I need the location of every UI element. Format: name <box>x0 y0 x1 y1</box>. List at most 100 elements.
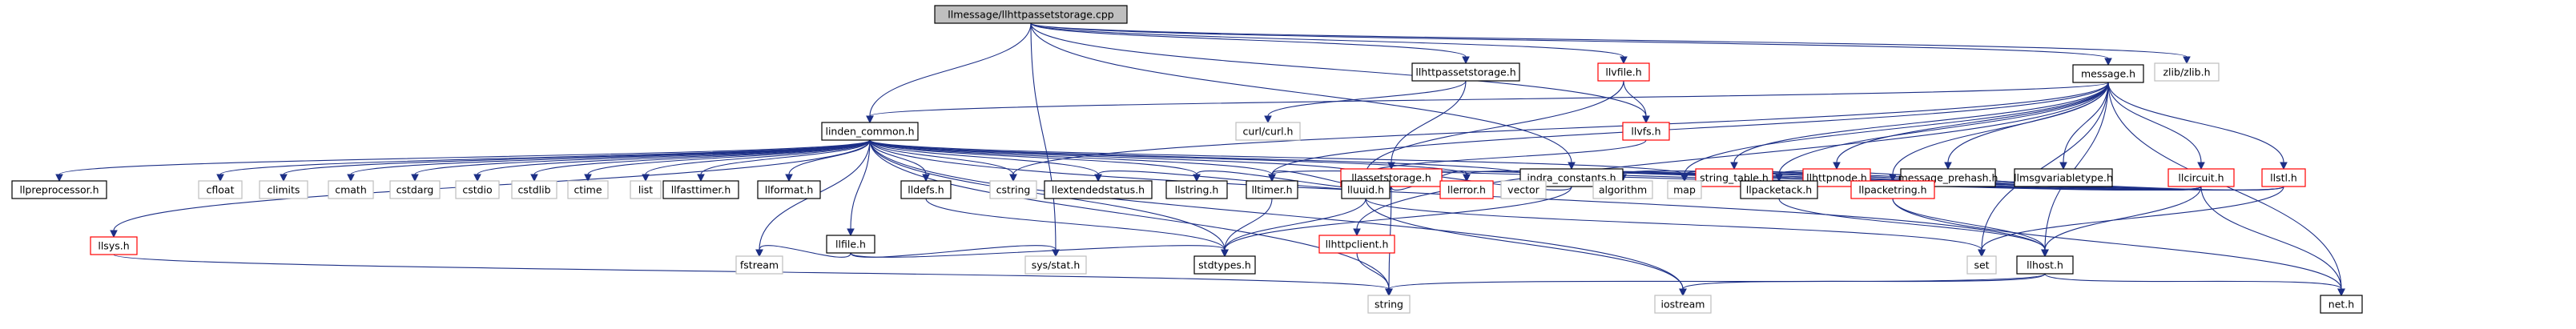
edge-linden-common-h-to-list <box>642 139 871 183</box>
edge-arrowhead <box>1052 249 1060 258</box>
node-llpreprocessor-h[interactable]: llpreprocessor.h <box>11 180 107 199</box>
node-llhttpclient-h[interactable]: llhttpclient.h <box>1318 235 1395 254</box>
edge-llhost-h-to-iostream <box>1679 273 2046 297</box>
edge-llfile-h-to-sys-stat-h <box>850 245 1060 258</box>
node-box <box>1850 180 1935 199</box>
edge-line <box>869 22 1032 117</box>
edge-arrowhead <box>1944 162 1952 171</box>
edge-message-h-to-linden-common-h <box>866 82 2109 124</box>
node-box <box>567 180 609 199</box>
node-label: fstream <box>740 259 779 271</box>
node-llhttpassetstorage-h[interactable]: llhttpassetstorage.h <box>1411 62 1520 82</box>
node-label: llvfile.h <box>1605 66 1641 78</box>
edge-arrowhead <box>280 174 288 183</box>
node-set: set <box>1966 255 1997 275</box>
edge-line <box>700 139 871 175</box>
edge-arrowhead <box>1264 115 1272 124</box>
node-label: cmath <box>335 184 367 196</box>
node-box <box>826 235 875 254</box>
edge-line <box>2044 273 2342 290</box>
node-label: cstring <box>996 184 1031 196</box>
node-llformat-h[interactable]: llformat.h <box>757 180 821 199</box>
edge-arrowhead <box>1462 56 1470 65</box>
node-llcircuit-h[interactable]: llcircuit.h <box>2167 168 2235 187</box>
edge-line <box>1224 198 1366 251</box>
node-lluuid-h[interactable]: lluuid.h <box>1341 180 1391 199</box>
node-llvfile-h[interactable]: llvfile.h <box>1597 62 1650 82</box>
node-label: sys/stat.h <box>1032 259 1081 271</box>
node-label: llfasttimer.h <box>671 184 731 196</box>
node-llmsgvariabletype-h[interactable]: llmsgvariabletype.h <box>2014 168 2113 187</box>
edge-line <box>2044 186 2202 251</box>
node-llvfs-h[interactable]: llvfs.h <box>1622 122 1670 141</box>
edge-linden-common-h-to-cstdarg <box>411 139 871 183</box>
node-lldefs-h[interactable]: lldefs.h <box>900 180 952 199</box>
node-root[interactable]: llmessage/llhttpassetstorage.cpp <box>934 5 1128 24</box>
node-box <box>1318 235 1395 254</box>
edge-arrowhead <box>1680 174 1688 183</box>
node-cstring: cstring <box>989 180 1037 199</box>
node-box <box>1235 122 1301 141</box>
node-label: set <box>1974 259 1989 271</box>
node-llerror-h[interactable]: llerror.h <box>1439 180 1494 199</box>
node-curl-h: curl/curl.h <box>1235 122 1301 141</box>
node-box <box>2261 168 2306 187</box>
edge-line <box>1682 273 2046 290</box>
node-llstl-h[interactable]: llstl.h <box>2261 168 2306 187</box>
node-box <box>900 180 952 199</box>
edge-linden-common-h-to-llfile-h <box>847 139 871 237</box>
edge-llfile-h-to-fstream <box>755 245 851 258</box>
edge-arrowhead <box>584 174 592 183</box>
edge-llvfile-h-to-llvfs-h <box>1623 80 1650 124</box>
node-box <box>90 236 138 255</box>
node-box <box>2072 64 2144 83</box>
edge-line <box>1030 22 1467 58</box>
edge-arrowhead <box>755 249 763 258</box>
node-box <box>735 255 783 275</box>
edge-line <box>58 139 871 175</box>
node-llstring-h[interactable]: llstring.h <box>1165 180 1228 199</box>
node-llhost-h[interactable]: llhost.h <box>2016 255 2074 275</box>
node-box <box>1592 180 1653 199</box>
edge-linden-common-h-to-cstdio <box>473 139 871 183</box>
edge-line <box>788 139 871 175</box>
edge-line <box>645 139 871 175</box>
node-label: list <box>638 184 653 196</box>
edge-line <box>1030 22 1057 251</box>
node-llpacketring-h[interactable]: llpacketring.h <box>1850 180 1935 199</box>
node-box <box>11 180 107 199</box>
node-net-h[interactable]: net.h <box>2320 295 2363 314</box>
node-label: lltimer.h <box>1251 184 1292 196</box>
edge-line <box>850 139 871 230</box>
edge-arrowhead <box>110 230 118 239</box>
node-list: list <box>630 180 662 199</box>
edge-linden-common-h-to-climits <box>280 139 871 183</box>
edge-line <box>869 139 1366 175</box>
node-box <box>511 180 557 199</box>
node-box <box>1193 255 1256 275</box>
node-llextendedstatus-h[interactable]: llextendedstatus.h <box>1044 180 1153 199</box>
edge-line <box>1271 82 2109 175</box>
node-label: iostream <box>1661 299 1705 311</box>
node-cmath: cmath <box>328 180 374 199</box>
node-llsys-h[interactable]: llsys.h <box>90 236 138 255</box>
node-box <box>2167 168 2235 187</box>
node-message-h[interactable]: message.h <box>2072 64 2144 83</box>
node-stdtypes-h[interactable]: stdtypes.h <box>1193 255 1256 275</box>
node-llpacketack-h[interactable]: llpacketack.h <box>1740 180 1818 199</box>
node-label: string <box>1375 299 1403 311</box>
edges-layer <box>55 22 2345 297</box>
node-label: llhttpassetstorage.h <box>1415 66 1515 78</box>
edge-line <box>850 245 1057 258</box>
edge-arrowhead <box>1221 249 1229 258</box>
node-label: llerror.h <box>1447 184 1486 196</box>
edge-line <box>1778 82 2109 175</box>
node-linden-common-h[interactable]: linden_common.h <box>821 122 919 141</box>
node-lltimer-h[interactable]: lltimer.h <box>1246 180 1298 199</box>
edge-line <box>1267 80 1467 117</box>
node-llfasttimer-h[interactable]: llfasttimer.h <box>662 180 739 199</box>
node-llfile-h[interactable]: llfile.h <box>826 235 875 254</box>
edge-line <box>1030 22 1647 117</box>
edge-line <box>1224 198 1273 251</box>
edge-arrowhead <box>2183 56 2191 65</box>
